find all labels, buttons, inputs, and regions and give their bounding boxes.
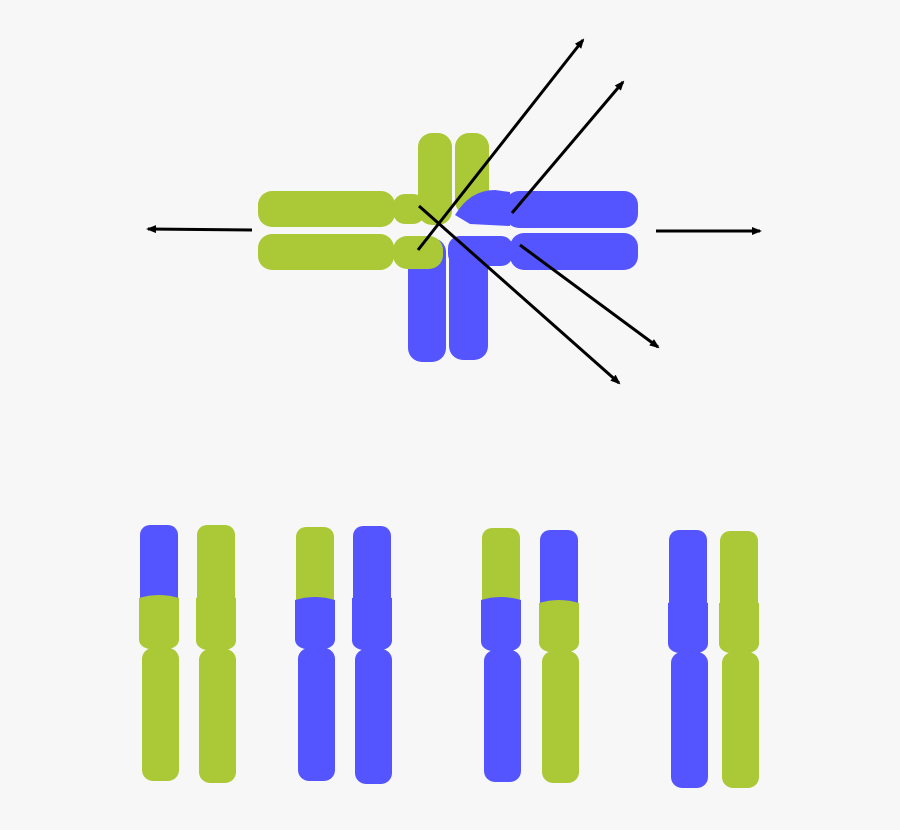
chromosome-upper-arm-tip bbox=[296, 527, 334, 610]
chromosome bbox=[295, 527, 335, 781]
chromosome-upper-arm-base bbox=[139, 595, 179, 650]
chromosome bbox=[668, 530, 708, 788]
chromosome bbox=[539, 530, 579, 783]
arrow bbox=[146, 225, 253, 234]
chromosome-upper-arm-tip bbox=[353, 526, 391, 608]
chromosome-lower-arm bbox=[355, 649, 392, 784]
chromosome bbox=[481, 528, 521, 782]
chromosome-lower-arm bbox=[671, 652, 708, 788]
chromosome-upper-arm-tip bbox=[482, 528, 520, 610]
chromosome-upper-arm-base bbox=[295, 597, 335, 650]
chromosome-upper-arm-base bbox=[481, 597, 521, 652]
chromosome-upper-arm-base bbox=[668, 600, 708, 654]
chromatid-arm bbox=[505, 191, 638, 228]
chromosome bbox=[352, 526, 392, 784]
chromosome-upper-arm-tip bbox=[540, 530, 578, 613]
chromosome-upper-arm-tip bbox=[720, 531, 758, 613]
centromere-green bbox=[393, 194, 425, 224]
centromere-green bbox=[393, 236, 443, 269]
arrow bbox=[510, 80, 625, 214]
centromere-blue bbox=[448, 236, 513, 266]
centromere-blue bbox=[455, 190, 510, 226]
chromosome-lower-arm bbox=[542, 651, 579, 783]
chromosome-lower-arm bbox=[722, 652, 759, 788]
arrow bbox=[519, 243, 660, 349]
arrow bbox=[418, 204, 621, 385]
chromosome-lower-arm bbox=[298, 648, 335, 781]
chromosome-upper-arm-tip bbox=[669, 530, 707, 613]
chromosome-upper-arm-base bbox=[196, 595, 236, 651]
chromatid-arm bbox=[449, 240, 488, 360]
arrows bbox=[146, 38, 762, 385]
chromosome-upper-arm-base bbox=[719, 600, 759, 654]
chromosome-upper-arm-tip bbox=[197, 525, 235, 608]
chromosome bbox=[196, 525, 236, 783]
daughter-chromosomes bbox=[139, 525, 759, 788]
chromosome-upper-arm-base bbox=[539, 600, 579, 653]
chromatid-arm bbox=[418, 133, 452, 225]
chromosome-lower-arm bbox=[199, 649, 236, 783]
chromatid-arm bbox=[258, 234, 394, 270]
crossover-cross bbox=[258, 133, 638, 362]
arrow bbox=[416, 38, 585, 251]
chromosome-upper-arm-base bbox=[352, 595, 392, 651]
chromosome-upper-arm-tip bbox=[140, 525, 178, 608]
chromosome bbox=[719, 531, 759, 788]
chromosome bbox=[139, 525, 179, 781]
chromosome-lower-arm bbox=[484, 650, 521, 782]
chromatid-arm bbox=[258, 191, 395, 227]
chromosome-lower-arm bbox=[142, 648, 179, 781]
